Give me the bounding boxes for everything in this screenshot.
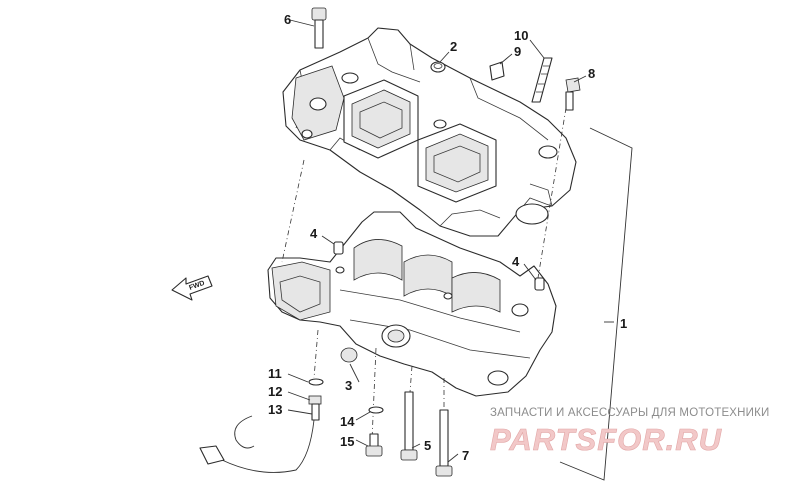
stud-part-10 [531,57,553,103]
callout-9: 9 [514,44,521,59]
callout-12: 12 [268,384,282,399]
callout-8: 8 [588,66,595,81]
callout-1: 1 [620,316,627,331]
callout-7: 6 [284,12,291,27]
callout-10: 10 [514,28,528,43]
assembly-bracket [559,127,633,481]
dowel-part-4-right [534,277,545,291]
forward-direction-arrow: FWD [171,275,213,301]
washer-part-14 [368,406,384,414]
bolt-part-15 [365,433,383,457]
o-ring-part-11 [308,378,324,386]
plug-part-3 [340,347,358,363]
upper-crankcase [282,27,577,237]
callout-13: 13 [268,402,282,417]
bolt-part-6 [435,409,453,477]
callout-4-left: 4 [310,226,318,241]
dowel-part-4-left [333,241,344,255]
callout-6: 7 [462,448,469,463]
sensor-connector [199,445,225,465]
clip-part-13 [234,415,255,449]
callout-2: 2 [450,39,457,54]
bolt-part-5 [400,391,418,461]
callout-5: 5 [424,438,431,453]
sensor-part-12 [308,395,322,421]
bolt-part-7 [311,7,327,49]
callout-3: 3 [345,378,352,393]
dowel-part-9 [489,61,505,81]
watermark-tagline: ЗАПЧАСТИ И АКСЕССУАРЫ ДЛЯ МОТОТЕХНИКИ [490,407,770,419]
callout-14: 14 [340,414,355,429]
seal-part-2 [430,61,446,73]
lower-crankcase [267,211,557,397]
watermark-logo: PARTSFOR.RU [490,422,723,457]
sensor-wire [221,419,315,473]
bolt-part-8 [565,77,581,111]
callout-4-right: 4 [512,254,520,269]
callout-15: 15 [340,434,354,449]
callout-11: 11 [268,366,282,381]
